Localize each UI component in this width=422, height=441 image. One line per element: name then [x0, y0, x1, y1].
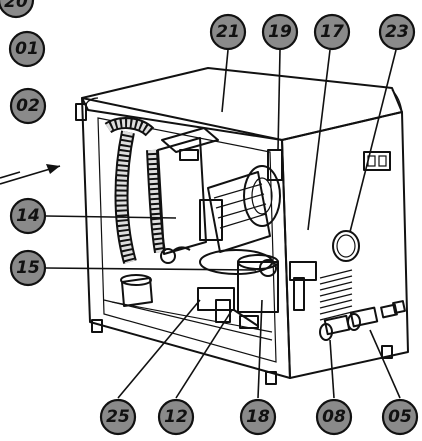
- callout-08: 08: [315, 398, 353, 436]
- callout-14: 14: [9, 197, 47, 235]
- callout-05-label: 05: [388, 407, 412, 427]
- valve-assembly: [197, 287, 259, 329]
- callout-18: 18: [239, 398, 277, 436]
- callout-25-label: 25: [106, 407, 130, 427]
- callout-23-label: 23: [385, 22, 409, 42]
- callout-02-label: 02: [16, 96, 40, 116]
- top-fitting: [75, 103, 87, 121]
- leader-lines: [0, 49, 401, 399]
- callout-20-label: 20: [4, 0, 28, 12]
- callout-21: 21: [209, 13, 247, 51]
- callout-12: 12: [157, 398, 195, 436]
- callout-01: 01: [8, 30, 46, 68]
- external-connectors: [319, 300, 406, 341]
- callout-02: 02: [9, 87, 47, 125]
- callout-14-label: 14: [16, 206, 40, 226]
- callout-17: 17: [313, 13, 351, 51]
- pressure-gauge: [332, 230, 360, 262]
- callout-23: 23: [378, 13, 416, 51]
- callout-17-label: 17: [320, 22, 344, 42]
- callout-01-label: 01: [15, 39, 39, 59]
- reservoir-tank: [157, 127, 219, 255]
- callout-20: 20: [0, 0, 35, 19]
- callout-15: 15: [9, 249, 47, 287]
- callout-18-label: 18: [246, 407, 270, 427]
- callout-08-label: 08: [322, 407, 346, 427]
- vent-grille: [319, 269, 353, 321]
- corrugated-hose: [104, 117, 166, 264]
- pump-block: [199, 249, 317, 313]
- motor: [199, 149, 283, 253]
- collector-pot: [120, 274, 153, 307]
- callout-05: 05: [381, 398, 419, 436]
- callout-19-label: 19: [268, 22, 292, 42]
- feet: [91, 319, 393, 385]
- internals: [103, 117, 317, 341]
- callout-12-label: 12: [164, 407, 188, 427]
- callout-21-label: 21: [216, 22, 240, 42]
- callout-15-label: 15: [16, 258, 40, 278]
- arrow-head: [46, 164, 60, 174]
- callout-19: 19: [261, 13, 299, 51]
- cabinet: [75, 67, 409, 385]
- callout-25: 25: [99, 398, 137, 436]
